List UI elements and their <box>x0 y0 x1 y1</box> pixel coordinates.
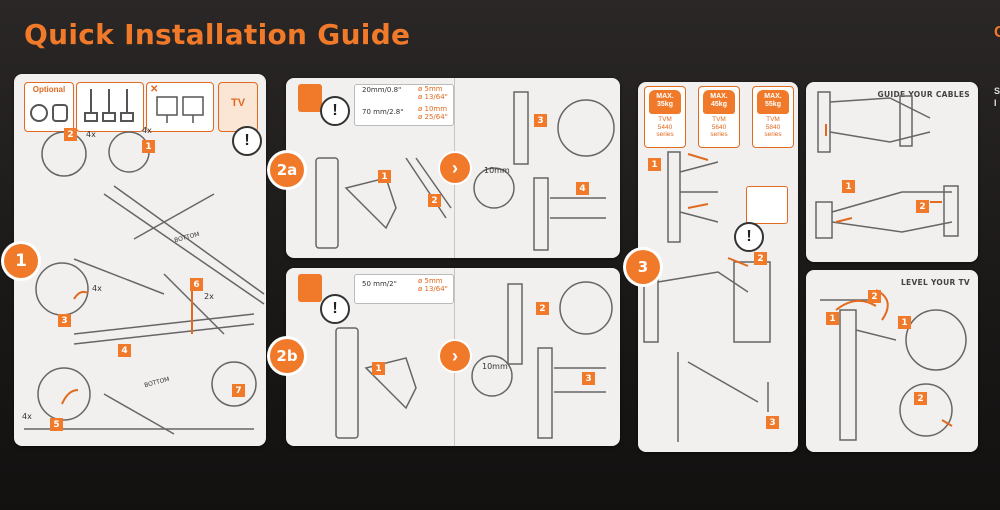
step-1-num-6: 6 <box>190 278 203 291</box>
weight-value: 55kg <box>765 101 781 108</box>
step-1-panel: Optional ✕ TV ! <box>14 74 266 446</box>
step-3-num-1: 1 <box>648 158 661 171</box>
model-label: TVM <box>658 116 672 123</box>
edge-text-3: I <box>994 98 997 108</box>
warning-icon-2b: ! <box>320 294 350 324</box>
step-3-badge: 3 <box>626 250 660 284</box>
guide-cables-illustration <box>815 91 959 239</box>
level-num-1a: 1 <box>826 312 839 325</box>
bit-2b-a: ø 5mm <box>418 277 443 285</box>
level-tv-illustration <box>820 289 967 441</box>
step-2a-num-3: 3 <box>534 114 547 127</box>
series-label: series <box>656 131 674 138</box>
weight-value: 35kg <box>657 101 673 108</box>
step-3-num-2: 2 <box>754 252 767 265</box>
step-2b-num-1: 1 <box>372 362 385 375</box>
step-1-illustration <box>24 131 265 435</box>
brick-wall-icon <box>298 84 322 112</box>
step-2b-num-2: 2 <box>536 302 549 315</box>
warning-icon-3: ! <box>734 222 764 252</box>
weight-max-label: MAX. <box>656 93 674 100</box>
step-1-num-5: 5 <box>50 418 63 431</box>
step-1-num-3: 3 <box>58 314 71 327</box>
level-tv-caption: LEVEL YOUR TV <box>900 278 970 287</box>
edge-text-1: C <box>994 24 1000 41</box>
bit-1b: ø 13/64" <box>418 93 448 101</box>
screw-icon <box>84 89 134 122</box>
bit-1a: ø 5mm <box>418 85 443 93</box>
qty-4x-b: 4x <box>142 126 152 135</box>
step-2a-num-1: 1 <box>378 170 391 183</box>
qty-4x-c: 4x <box>92 284 102 293</box>
drill-spec-box-2b <box>354 274 454 304</box>
guide-cables-caption: GUIDE YOUR CABLES <box>877 90 970 99</box>
warning-icon: ! <box>232 126 262 156</box>
step-2a-illustration <box>315 91 615 251</box>
step-2b-badge: 2b <box>270 339 304 373</box>
spacer-icon <box>30 104 68 122</box>
page-title: Quick Installation Guide <box>24 18 411 51</box>
step-1-num-2: 2 <box>64 128 77 141</box>
optional-box: Optional <box>24 82 74 132</box>
model-label: TVM <box>766 116 780 123</box>
weight-max-label: MAX. <box>764 93 782 100</box>
model-number: 5840 <box>765 123 781 131</box>
tv-mount-icon <box>156 96 204 123</box>
level-num-2a: 2 <box>868 290 881 303</box>
guide-cables-panel: GUIDE YOUR CABLES 1 2 <box>806 82 978 262</box>
step-3-illustration <box>643 151 771 442</box>
cross-icon: ✕ <box>150 84 159 95</box>
level-num-2b: 2 <box>914 392 927 405</box>
series-label: series <box>764 131 782 138</box>
wrench-size-2b: 10mm <box>482 362 508 371</box>
bit-2a: ø 10mm <box>418 105 448 113</box>
optional-label: Optional <box>32 85 66 94</box>
tv-label: TV <box>230 97 246 109</box>
warning-icon-2a: ! <box>320 96 350 126</box>
weight-value: 45kg <box>711 101 727 108</box>
bit-2b: ø 25/64" <box>418 113 448 121</box>
drill-size-1: 20mm/0.8" <box>362 86 402 94</box>
tv-box: TV <box>218 82 258 132</box>
wall-plug-icon <box>298 274 322 302</box>
level-tv-panel: LEVEL YOUR TV 1 2 1 2 <box>806 270 978 452</box>
step-2b-illustration <box>335 281 613 439</box>
step-1-badge: 1 <box>4 244 38 278</box>
drill-spec-box-2a <box>354 84 454 126</box>
step-2b-num-3: 3 <box>582 372 595 385</box>
drill-size-2: 70 mm/2.8" <box>362 108 404 116</box>
qty-4x-d: 4x <box>22 412 32 421</box>
cables-num-1: 1 <box>842 180 855 193</box>
wrong-box: ✕ <box>146 82 214 132</box>
edge-text-2: S <box>994 86 1000 96</box>
series-label: series <box>710 131 728 138</box>
model-number: 5640 <box>711 123 727 131</box>
step-3-num-3: 3 <box>766 416 779 429</box>
step-2a-panel: ! 20mm/0.8" ø 5mm ø 13/64" 70 mm/2.8" ø … <box>286 78 620 258</box>
model-label: TVM <box>712 116 726 123</box>
step-2a-badge: 2a <box>270 153 304 187</box>
qty-2x: 2x <box>204 292 214 301</box>
step-2a-num-4: 4 <box>576 182 589 195</box>
next-arrow-2b: › <box>440 341 470 371</box>
level-num-1b: 1 <box>898 316 911 329</box>
cables-num-2: 2 <box>916 200 929 213</box>
step-1-num-7: 7 <box>232 384 245 397</box>
step-1-num-1: 1 <box>142 140 155 153</box>
weight-max-label: MAX. <box>710 93 728 100</box>
next-arrow-2a: › <box>440 153 470 183</box>
hardware-box <box>76 82 144 132</box>
model-number: 5440 <box>657 123 673 131</box>
wrench-size-2a: 10mm <box>484 166 510 175</box>
step-1-num-4: 4 <box>118 344 131 357</box>
bit-2b-b: ø 13/64" <box>418 285 448 293</box>
qty-4x-a: 4x <box>86 130 96 139</box>
two-person-icon <box>746 186 788 224</box>
drill-size-2b: 50 mm/2" <box>362 280 397 288</box>
step-2a-num-2: 2 <box>428 194 441 207</box>
